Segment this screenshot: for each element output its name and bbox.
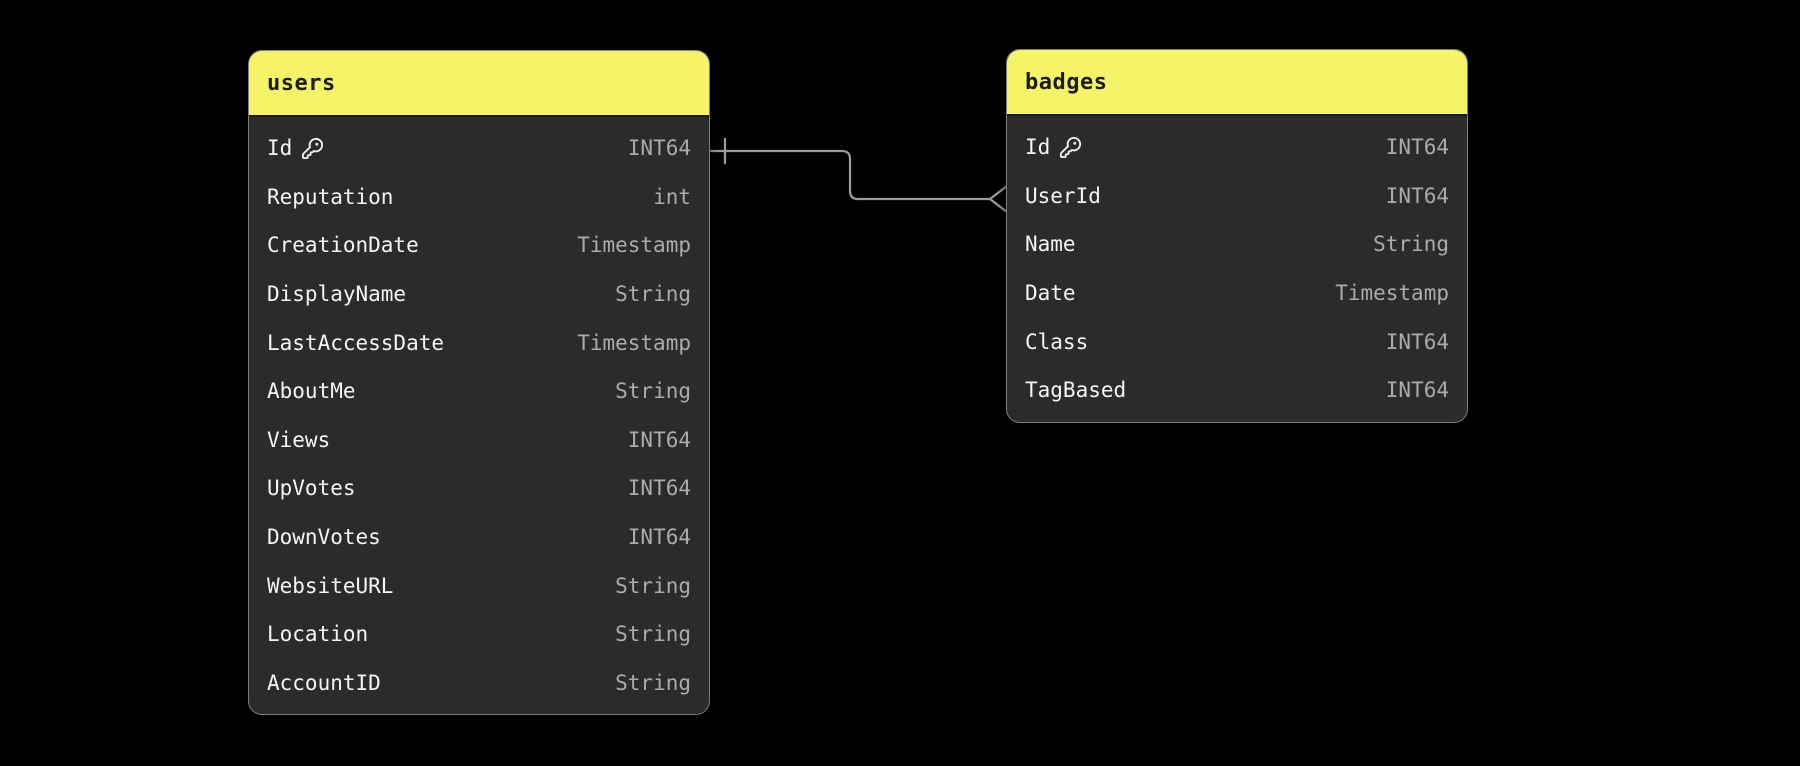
field-type: Timestamp	[577, 233, 691, 258]
field-row[interactable]: Date Timestamp	[1007, 269, 1467, 318]
field-row[interactable]: Id INT64	[1007, 123, 1467, 172]
field-type: INT64	[1385, 135, 1449, 160]
field-type: String	[1373, 232, 1449, 257]
field-type: INT64	[627, 525, 691, 550]
table-name: users	[267, 70, 336, 96]
field-row[interactable]: WebsiteURL String	[249, 561, 709, 610]
field-row[interactable]: UpVotes INT64	[249, 464, 709, 513]
relationship-line-users-badges[interactable]	[710, 149, 990, 201]
field-row[interactable]: TagBased INT64	[1007, 366, 1467, 415]
table-header-users[interactable]: users	[249, 51, 709, 117]
field-type: String	[615, 622, 691, 647]
field-name: UserId	[1025, 183, 1101, 208]
field-row[interactable]: Name String	[1007, 220, 1467, 269]
field-name: Reputation	[267, 184, 394, 209]
field-name: AccountID	[267, 670, 381, 695]
field-name: Id	[1025, 135, 1051, 160]
table-fields-users: Id INT64 Reputation int CreationDate Tim…	[249, 117, 709, 714]
field-row[interactable]: DisplayName String	[249, 270, 709, 319]
field-name: CreationDate	[267, 233, 419, 258]
field-name: AboutMe	[267, 379, 356, 404]
field-type: int	[653, 184, 691, 209]
table-header-badges[interactable]: badges	[1007, 50, 1467, 116]
field-row[interactable]: CreationDate Timestamp	[249, 221, 709, 270]
field-type: Timestamp	[1335, 281, 1449, 306]
field-row[interactable]: UserId INT64	[1007, 172, 1467, 221]
field-row[interactable]: DownVotes INT64	[249, 513, 709, 562]
field-name: Views	[267, 427, 331, 452]
field-name: TagBased	[1025, 378, 1127, 403]
field-row[interactable]: Id INT64	[249, 124, 709, 173]
field-row[interactable]: AboutMe String	[249, 367, 709, 416]
field-name: DisplayName	[267, 282, 407, 307]
table-node-users[interactable]: users Id INT64 Reputation int CreationDa…	[248, 50, 710, 716]
field-type: Timestamp	[577, 330, 691, 355]
field-type: INT64	[1385, 378, 1449, 403]
field-type: String	[615, 282, 691, 307]
field-name: Id	[267, 136, 293, 161]
field-type: INT64	[627, 427, 691, 452]
field-type: String	[615, 379, 691, 404]
field-row[interactable]: Views INT64	[249, 416, 709, 465]
field-name: Name	[1025, 232, 1076, 257]
field-row[interactable]: Location String	[249, 610, 709, 659]
field-name: DownVotes	[267, 525, 381, 550]
field-type: String	[615, 573, 691, 598]
table-name: badges	[1025, 69, 1108, 95]
field-type: INT64	[1385, 183, 1449, 208]
field-row[interactable]: Class INT64	[1007, 317, 1467, 366]
field-name: Class	[1025, 329, 1089, 354]
table-node-badges[interactable]: badges Id INT64 UserId INT64 Name String…	[1006, 49, 1468, 423]
primary-key-icon	[302, 137, 324, 159]
field-name: Date	[1025, 281, 1076, 306]
field-name: Location	[267, 622, 369, 647]
primary-key-icon	[1060, 136, 1082, 158]
field-name: LastAccessDate	[267, 330, 445, 355]
field-type: INT64	[1385, 329, 1449, 354]
field-row[interactable]: Reputation int	[249, 173, 709, 222]
table-fields-badges: Id INT64 UserId INT64 Name String Date T…	[1007, 116, 1467, 422]
field-type: String	[615, 670, 691, 695]
many-cardinality-crowfoot-icon	[988, 185, 1008, 213]
field-row[interactable]: LastAccessDate Timestamp	[249, 318, 709, 367]
field-name: WebsiteURL	[267, 573, 394, 598]
field-type: INT64	[627, 136, 691, 161]
field-type: INT64	[627, 476, 691, 501]
field-name: UpVotes	[267, 476, 356, 501]
field-row[interactable]: AccountID String	[249, 659, 709, 708]
